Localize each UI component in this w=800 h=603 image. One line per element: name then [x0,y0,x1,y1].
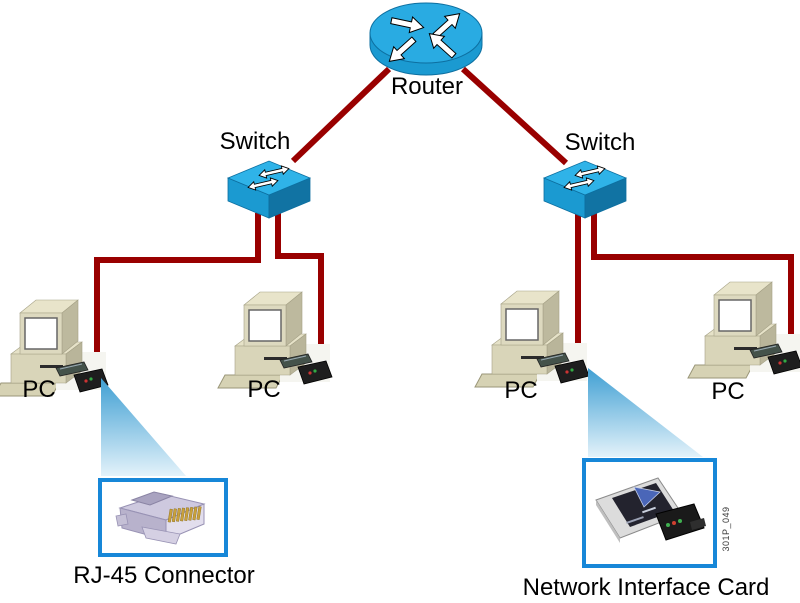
pc-icon [687,281,800,379]
switch-icon-right [542,160,628,219]
pc2-label: PC [247,376,281,403]
link-switch-left-pc1 [94,213,261,377]
pc1-label: PC [22,376,56,403]
pc4-label: PC [711,378,745,405]
pc-icon [474,290,590,388]
router-icon [369,2,483,76]
switch-icon-left [226,160,312,219]
router-label: Router [390,73,464,100]
callout-wedge-nic [588,368,703,457]
link-switch-right-pc4 [591,213,794,359]
nic-callout-box [582,458,717,568]
switch-left-label: Switch [219,128,291,155]
rj45-connector-image [115,491,206,545]
switch-right-label: Switch [564,129,636,156]
rj45-callout-box [98,478,228,557]
rj45-label: RJ-45 Connector [73,562,255,589]
pc-icon [217,291,333,389]
link-router-switch-left [290,66,392,164]
network-links [94,66,794,377]
figure-code: 301P_049 [721,506,731,552]
callout-wedge-rj45 [101,378,186,476]
pc3-label: PC [504,377,538,404]
link-router-switch-right [460,66,569,166]
network-interface-card-image [595,477,706,543]
link-switch-left-pc2 [275,213,324,367]
nic-label: Network Interface Card [522,574,770,601]
